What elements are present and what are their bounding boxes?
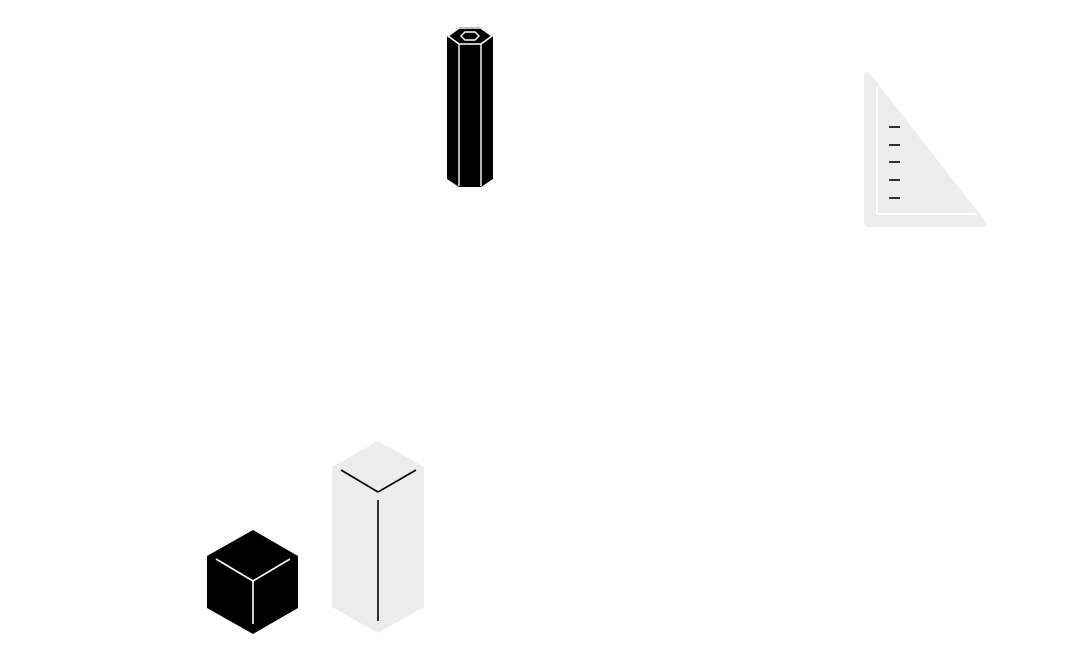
hex-prism-hole	[460, 31, 480, 41]
cube-edge-left	[215, 558, 254, 582]
cube-icon	[207, 530, 298, 634]
hexagonal-prism-icon	[446, 27, 494, 187]
set-square-ruler-icon	[864, 72, 987, 227]
tall-block-edge-left	[340, 469, 379, 493]
set-square-inner-face	[877, 87, 977, 214]
rectangular-prism-icon	[332, 441, 424, 633]
hex-prism-body	[447, 27, 493, 187]
tall-block-edge-right	[377, 469, 417, 493]
cube-edge-right	[252, 558, 291, 582]
